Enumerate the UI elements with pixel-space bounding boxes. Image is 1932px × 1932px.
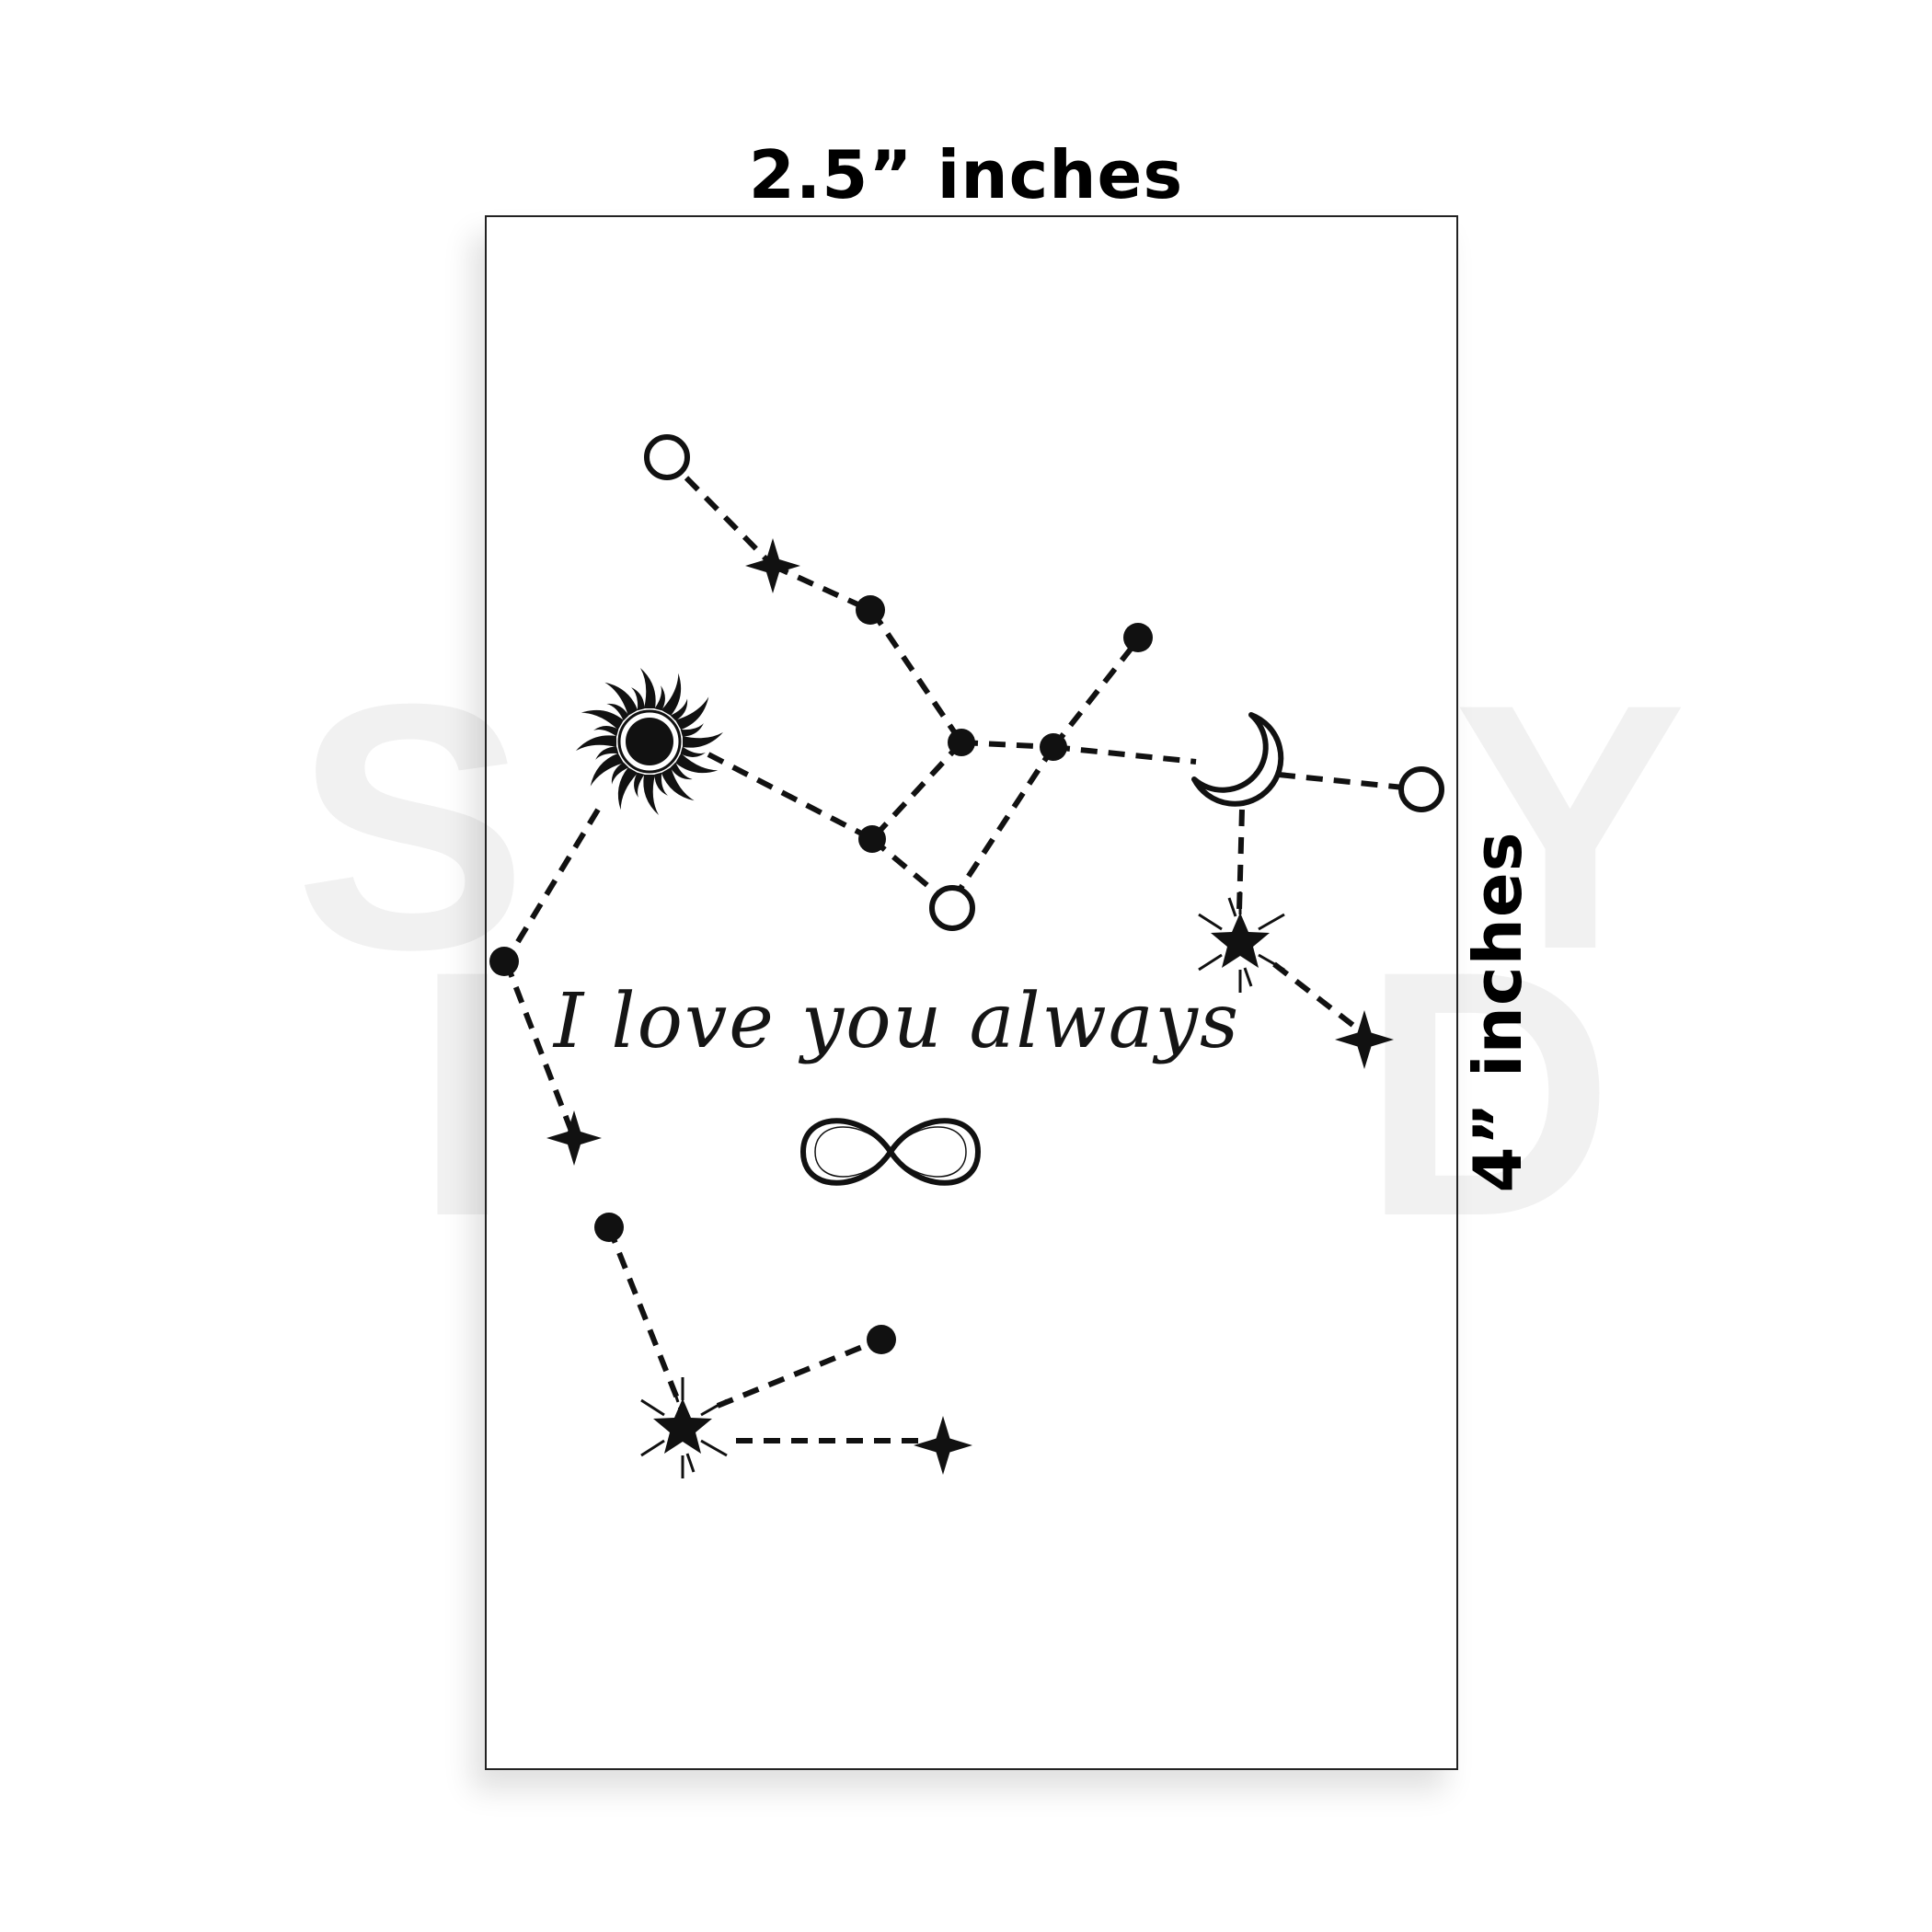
sun-icon <box>576 668 723 815</box>
star-dot <box>867 1325 896 1354</box>
hollow-dot <box>1398 766 1444 812</box>
star-icon <box>914 1416 972 1475</box>
star-dot <box>594 1213 624 1242</box>
sparkle-star-icon <box>1198 891 1285 993</box>
star-dot <box>1040 733 1067 761</box>
constellation-lines <box>503 455 1422 1443</box>
hollow-dot <box>929 885 975 931</box>
star-dot <box>489 947 519 976</box>
moon-icon <box>1191 712 1284 807</box>
width-dimension-label: 2.5” inches <box>748 136 1184 213</box>
star-icon <box>546 1110 602 1166</box>
hollow-star-dots <box>644 434 1444 931</box>
tattoo-phrase: I love you always <box>552 978 1240 1065</box>
sparkle-star-icon <box>640 1377 728 1478</box>
infinity-icon <box>799 1118 982 1186</box>
star-dot <box>858 825 886 853</box>
star-dot <box>856 595 885 625</box>
tattoo-sheet <box>485 215 1458 1770</box>
hollow-dot <box>644 434 690 480</box>
star-dot <box>1123 623 1153 652</box>
star-dot <box>948 729 975 756</box>
filled-star-dots <box>489 595 1153 1354</box>
